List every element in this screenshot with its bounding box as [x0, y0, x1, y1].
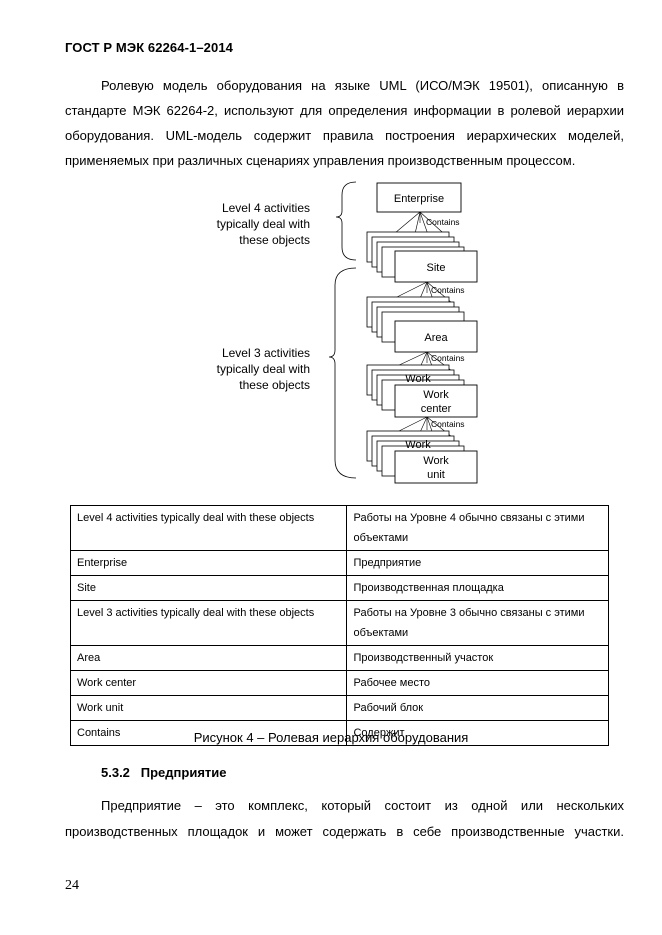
term-ru: Работы на Уровне 4 обычно связаны с этим… — [346, 505, 609, 551]
equipment-hierarchy-diagram: Level 4 activities typically deal with t… — [217, 181, 478, 484]
stacked-box-text: Work — [405, 439, 431, 451]
term-ru: Предприятие — [346, 550, 609, 576]
level3-label-line: typically deal with — [217, 362, 310, 376]
work-unit-box: Work unit — [394, 450, 478, 484]
body-line: производственных площадок и может содерж… — [65, 824, 624, 839]
level3-brace — [328, 267, 357, 479]
table-row: Level 3 activities typically deal with t… — [69, 600, 609, 646]
contains-label: Contains — [426, 217, 460, 227]
contains-label: Contains — [431, 285, 465, 295]
site-box: Site — [394, 250, 478, 283]
term-en: Contains — [69, 720, 348, 746]
level3-label-line: these objects — [239, 378, 310, 392]
svg-text:Work: Work — [423, 389, 449, 401]
table-row: Area Производственный участок — [69, 645, 609, 671]
contains-label: Contains — [431, 419, 465, 429]
area-box: Area — [394, 320, 478, 353]
intro-line: оборудования. UML-модель содержит правил… — [65, 128, 624, 143]
terms-table: Level 4 activities typically deal with t… — [69, 505, 609, 746]
intro-line: применяемых при различных сценариях упра… — [65, 153, 576, 168]
term-ru: Производственный участок — [346, 645, 609, 671]
level4-brace — [335, 181, 357, 261]
svg-text:center: center — [421, 403, 452, 415]
document-header: ГОСТ Р МЭК 62264-1–2014 — [65, 40, 233, 55]
svg-text:unit: unit — [427, 469, 445, 481]
term-en: Work center — [69, 670, 348, 696]
table-row: Contains Содержит — [69, 720, 609, 746]
svg-text:Work: Work — [423, 455, 449, 467]
enterprise-box: Enterprise — [376, 182, 462, 213]
term-ru: Рабочее место — [346, 670, 609, 696]
term-ru: Содержит — [346, 720, 609, 746]
table-row: Enterprise Предприятие — [69, 550, 609, 576]
table-row: Work unit Рабочий блок — [69, 695, 609, 721]
term-en: Site — [69, 575, 348, 601]
term-en: Work unit — [69, 695, 348, 721]
section-number: 5.3.2 — [101, 765, 130, 780]
term-ru: Рабочий блок — [346, 695, 609, 721]
section-title: Предприятие — [140, 765, 227, 780]
intro-line: стандарте МЭК 62264-2, используют для оп… — [65, 103, 624, 118]
table-row: Site Производственная площадка — [69, 575, 609, 601]
body-paragraph: Предприятие – это комплекс, который сост… — [65, 793, 624, 845]
stacked-box-text: Work — [405, 373, 431, 385]
term-en: Area — [69, 645, 348, 671]
svg-text:Enterprise: Enterprise — [394, 193, 444, 205]
body-line: Предприятие – это комплекс, который сост… — [101, 798, 624, 813]
work-center-box: Work center — [394, 384, 478, 418]
level3-label-line: Level 3 activities — [222, 346, 310, 360]
term-ru: Работы на Уровне 3 обычно связаны с этим… — [346, 600, 609, 646]
level4-label-line: Level 4 activities — [222, 201, 310, 215]
intro-paragraph: Ролевую модель оборудования на языке UML… — [65, 73, 624, 173]
page-number: 24 — [65, 878, 79, 893]
figure-caption: Рисунок 4 – Ролевая иерархия оборудовани… — [193, 730, 469, 745]
term-en: Enterprise — [69, 550, 348, 576]
table-row: Level 4 activities typically deal with t… — [69, 505, 609, 551]
table-row: Work center Рабочее место — [69, 670, 609, 696]
term-en: Level 3 activities typically deal with t… — [69, 600, 348, 646]
level4-label-line: these objects — [239, 233, 310, 247]
svg-text:Area: Area — [424, 332, 448, 344]
term-en: Level 4 activities typically deal with t… — [69, 505, 348, 551]
intro-line: Ролевую модель оборудования на языке UML… — [101, 78, 624, 93]
level4-label-line: typically deal with — [217, 217, 310, 231]
term-ru: Производственная площадка — [346, 575, 609, 601]
svg-text:Site: Site — [427, 262, 446, 274]
section-heading: 5.3.2 Предприятие — [101, 765, 227, 780]
contains-label: Contains — [431, 353, 465, 363]
